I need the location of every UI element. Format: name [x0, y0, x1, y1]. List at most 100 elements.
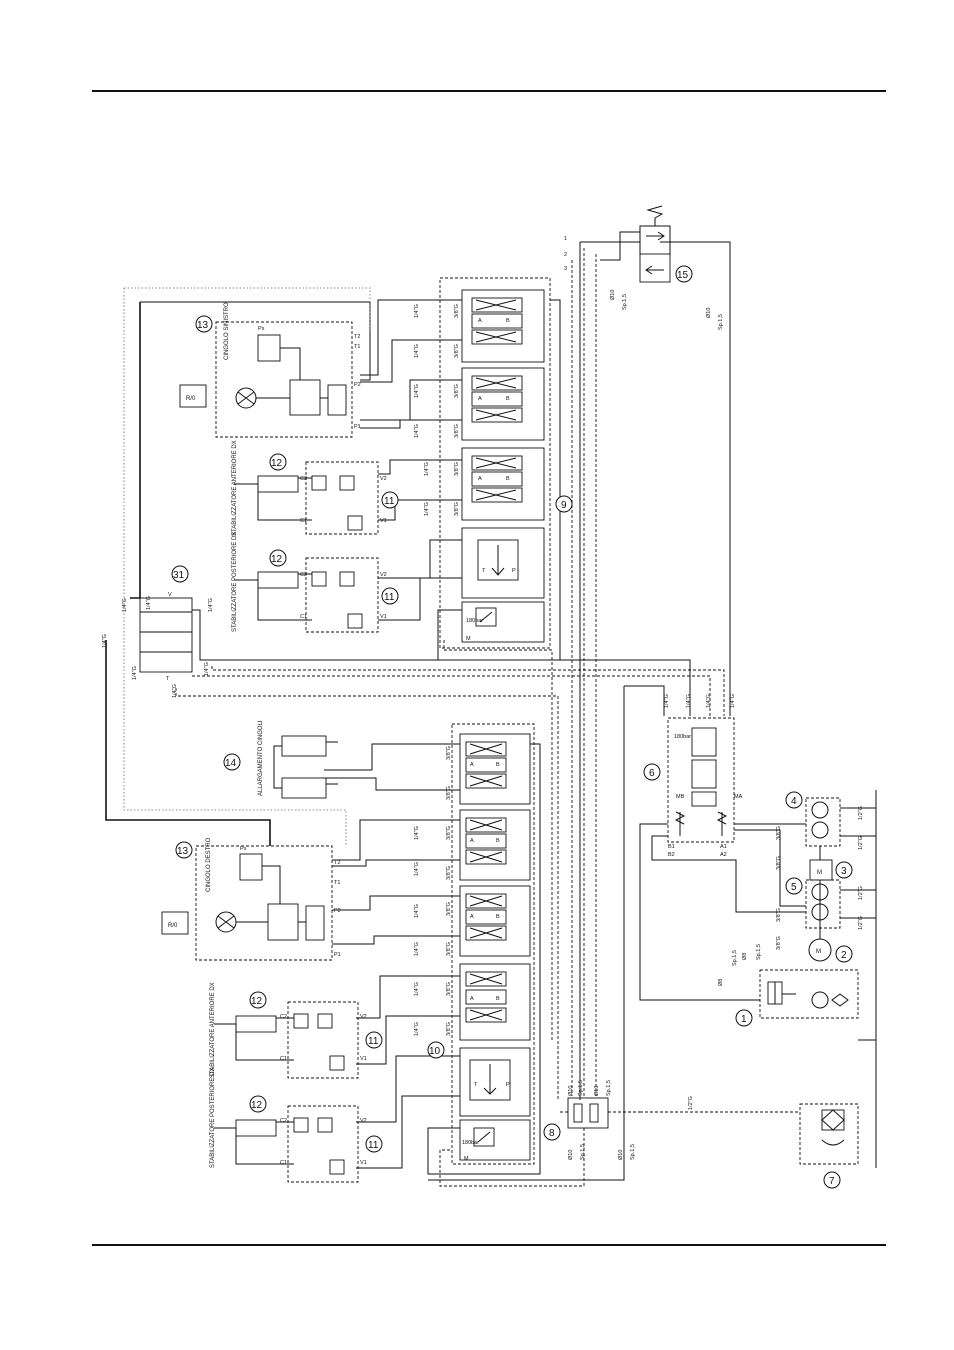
- pipe-size: 3/8"G: [446, 942, 452, 956]
- pipe-size: 3/8"G: [446, 826, 452, 840]
- line-number: 2: [564, 252, 567, 258]
- callout-13: 13: [197, 320, 209, 331]
- port-label: B: [496, 914, 500, 920]
- pipe-size: Ø8: [718, 979, 724, 986]
- callouts: 1 2 3 4 5 6 7 8 9 10 11 11 11 11 12 12 1…: [171, 265, 853, 1189]
- port-label: MA: [734, 794, 743, 800]
- callout-2: 2: [841, 950, 847, 961]
- pipe-size: 1/4"G: [414, 862, 420, 876]
- pipe-size: 1/4"G: [414, 982, 420, 996]
- stabilizer-cylinder: [214, 1119, 294, 1165]
- pipe-size: 1/4"G: [414, 304, 420, 318]
- pipe-size: Sp.1,5: [630, 1144, 636, 1160]
- port-label: A: [470, 914, 474, 920]
- track-motor-left-label: CINGOLO SINISTRO: [224, 302, 230, 360]
- pipe-size: Ø8: [742, 953, 748, 960]
- callout-15: 15: [677, 270, 689, 281]
- port-label: P: [512, 568, 516, 574]
- pipe-size: 1/4"G: [414, 826, 420, 840]
- callout-12: 12: [251, 1100, 263, 1111]
- pipe-size: 3/8"G: [776, 856, 782, 870]
- stabilizer-label: STABILIZZATORE ANTERIORE DX: [232, 440, 238, 536]
- line-number: 1: [564, 236, 567, 242]
- port-label: P1: [354, 424, 361, 430]
- pipe-size: Ø10: [610, 290, 616, 300]
- junction-block-8: [567, 1097, 609, 1129]
- pipe-size: 1/4"G: [414, 424, 420, 438]
- r0-label: R/0: [168, 923, 178, 929]
- motor-label: M: [816, 949, 821, 955]
- pipe-size: 3/8"G: [446, 866, 452, 880]
- pipe-size: 1/2"G: [858, 836, 864, 850]
- port-label: M: [466, 636, 471, 642]
- upper-pipe-labels: 3/8"G 3/8"G 3/8"G 3/8"G 3/8"G 3/8"G 1/4"…: [414, 304, 460, 516]
- pipe-size: 1/4"G: [414, 1022, 420, 1036]
- track-widening-label: ALLARGAMENTO CINGOLI: [258, 720, 264, 796]
- port-label: A: [470, 762, 474, 768]
- check-valve-block: C2 C1 V2 V1: [280, 1001, 367, 1079]
- callout-8: 8: [549, 1128, 555, 1139]
- pipe-size: 1/4"G: [132, 666, 138, 680]
- line-number: 3: [564, 266, 567, 272]
- valve-section: [459, 963, 531, 1041]
- selector-valve-15: [639, 205, 671, 283]
- port-label: Ps: [258, 326, 265, 332]
- callout-3: 3: [841, 866, 847, 877]
- suction-valve-1: [759, 969, 859, 1019]
- track-motor-right-label: CINGOLO DESTRO: [206, 837, 212, 892]
- pipe-size: 3/8"G: [446, 902, 452, 916]
- pipe-size: Ø10: [568, 1150, 574, 1160]
- track-widening-cylinders: ALLARGAMENTO CINGOLI: [258, 720, 338, 799]
- pipe-size: 3/8"G: [776, 936, 782, 950]
- port-label: B: [506, 476, 510, 482]
- pipe-size: 1/4"G: [208, 598, 214, 612]
- valve-section: [459, 809, 531, 881]
- relief-pressure-label: 180bar: [462, 1140, 479, 1146]
- r0-box: [179, 384, 207, 408]
- return-filter-7: [799, 1103, 859, 1165]
- port-label: V2: [380, 572, 387, 578]
- r0-box: [161, 911, 189, 935]
- pipe-size: Sp.1,5: [756, 944, 762, 960]
- motor-3: M: [809, 859, 833, 881]
- pipe-size: 1/4"G: [706, 694, 712, 708]
- pipe-size: 1/4"G: [686, 694, 692, 708]
- port-label: A: [478, 318, 482, 324]
- callout-13: 13: [177, 846, 189, 857]
- callout-10: 10: [429, 1046, 441, 1057]
- pipe-size: 3/8"G: [776, 826, 782, 840]
- callout-11: 11: [384, 592, 395, 603]
- pipe-size: Sp.1,5: [580, 1144, 586, 1160]
- port-label: C1: [280, 1160, 287, 1166]
- port-label: T: [166, 676, 170, 682]
- pipe-size: Sp.1,5: [606, 1080, 612, 1096]
- callout-11: 11: [368, 1140, 379, 1151]
- port-label: B1: [668, 844, 675, 850]
- pipe-size: 3/8"G: [454, 502, 460, 516]
- port-label: V1: [360, 1056, 367, 1062]
- port-label: V2: [360, 1014, 367, 1020]
- valve-section: [461, 367, 545, 441]
- stabilizer-label: STABILIZZATORE POSTERIORE DX: [210, 1068, 216, 1168]
- valve-section: [461, 447, 545, 521]
- callout-7: 7: [829, 1176, 835, 1187]
- stabilizer-cylinder: [234, 475, 312, 521]
- port-label: A: [470, 838, 474, 844]
- valve-section: [459, 733, 531, 805]
- relief-pressure-label: 180bar: [466, 618, 483, 624]
- port-label: C1: [300, 614, 307, 620]
- pipe-size: 1/4"G: [102, 634, 108, 648]
- pipe-size: 1/4"G: [414, 904, 420, 918]
- callout-12: 12: [271, 458, 283, 469]
- callout-11: 11: [384, 496, 395, 507]
- lower-pipe-labels: 3/8"G 3/8"G 3/8"G 3/8"G 3/8"G 3/8"G 3/8"…: [414, 746, 452, 1036]
- pipe-size: 1/4"G: [424, 502, 430, 516]
- port-label: A1: [720, 844, 727, 850]
- pipe-size: Ø10: [618, 1150, 624, 1160]
- relief-pressure-label: 180bar: [674, 734, 691, 740]
- port-label: P1: [334, 952, 341, 958]
- port-label: B2: [668, 852, 675, 858]
- pipe-size: 1/2"G: [858, 806, 864, 820]
- motor-2: M: [808, 938, 832, 962]
